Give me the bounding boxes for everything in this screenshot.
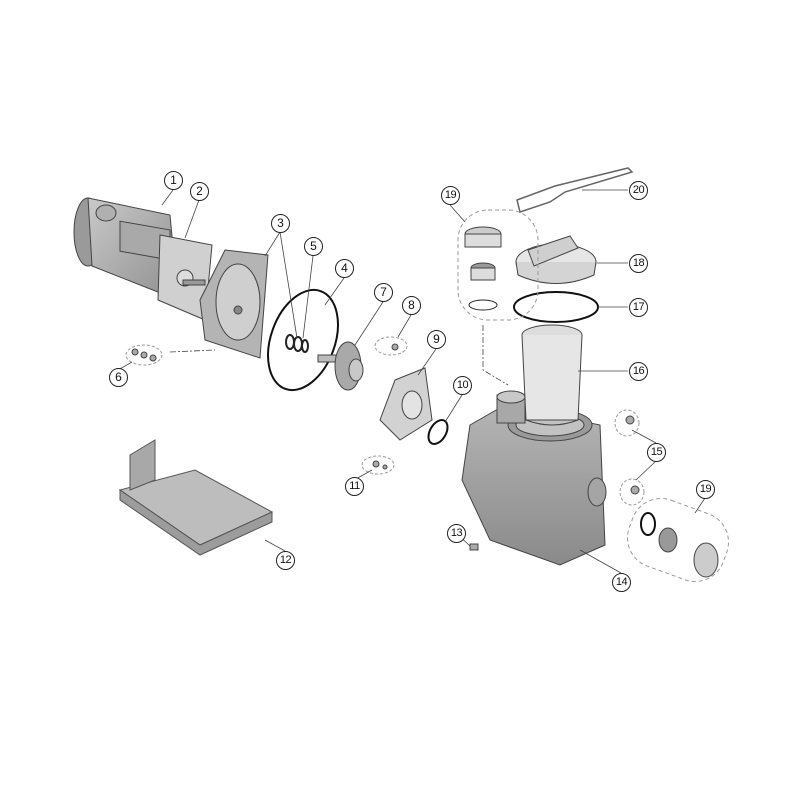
strainer-lid — [515, 235, 597, 284]
callout-20: 20 — [629, 181, 648, 200]
motor — [73, 197, 213, 321]
diffuser — [379, 367, 433, 441]
callout-7: 7 — [374, 283, 393, 302]
callout-3: 3 — [271, 214, 290, 233]
small-parts — [125, 336, 645, 551]
callout-17: 17 — [629, 298, 648, 317]
o-ring-large — [267, 288, 339, 392]
lid-wrench — [516, 167, 634, 213]
o-ring-diffuser — [427, 419, 449, 445]
callout-2: 2 — [190, 182, 209, 201]
impeller — [317, 341, 364, 391]
union-kit-side — [626, 497, 730, 583]
callout-1: 1 — [164, 171, 183, 190]
mechanical-seal — [285, 334, 309, 353]
lid-o-ring — [513, 291, 599, 323]
callout-15: 15 — [647, 443, 666, 462]
union-kit-top — [457, 209, 539, 321]
pump-cover — [199, 249, 269, 359]
callout-14: 14 — [612, 573, 631, 592]
callout-16: 16 — [629, 362, 648, 381]
callout-4: 4 — [335, 259, 354, 278]
callout-10: 10 — [453, 376, 472, 395]
strainer-basket — [521, 324, 583, 426]
callout-18: 18 — [629, 254, 648, 273]
callout-6: 6 — [109, 368, 128, 387]
callout-19-top: 19 — [441, 186, 460, 205]
motor-base — [118, 439, 274, 556]
callout-11: 11 — [345, 477, 364, 496]
leader-lines — [117, 189, 706, 574]
callout-8: 8 — [402, 296, 421, 315]
callout-12: 12 — [276, 551, 295, 570]
callout-13: 13 — [447, 524, 466, 543]
callout-19-side: 19 — [696, 480, 715, 499]
callout-9: 9 — [427, 330, 446, 349]
callout-5: 5 — [304, 237, 323, 256]
